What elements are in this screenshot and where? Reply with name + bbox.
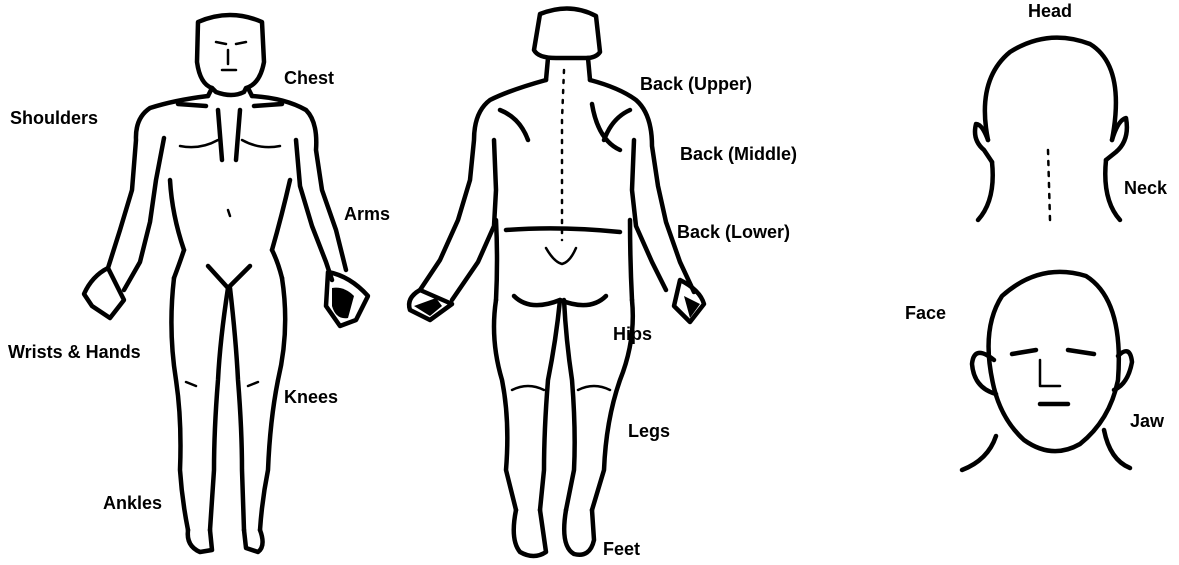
label-neck[interactable]: Neck [1124, 179, 1167, 197]
label-arms[interactable]: Arms [344, 205, 390, 223]
label-chest[interactable]: Chest [284, 69, 334, 87]
front-body-figure[interactable] [84, 15, 368, 552]
label-face[interactable]: Face [905, 304, 946, 322]
label-back-lower[interactable]: Back (Lower) [677, 223, 790, 241]
label-feet[interactable]: Feet [603, 540, 640, 558]
label-hips[interactable]: Hips [613, 325, 652, 343]
label-shoulders[interactable]: Shoulders [10, 109, 98, 127]
label-wrists-hands[interactable]: Wrists & Hands [8, 343, 141, 361]
label-legs[interactable]: Legs [628, 422, 670, 440]
label-back-middle[interactable]: Back (Middle) [680, 145, 797, 163]
label-jaw[interactable]: Jaw [1130, 412, 1164, 430]
label-back-upper[interactable]: Back (Upper) [640, 75, 752, 93]
head-back-figure[interactable] [975, 38, 1127, 220]
label-ankles[interactable]: Ankles [103, 494, 162, 512]
label-head[interactable]: Head [1028, 2, 1072, 20]
head-front-figure[interactable] [962, 272, 1132, 470]
label-knees[interactable]: Knees [284, 388, 338, 406]
